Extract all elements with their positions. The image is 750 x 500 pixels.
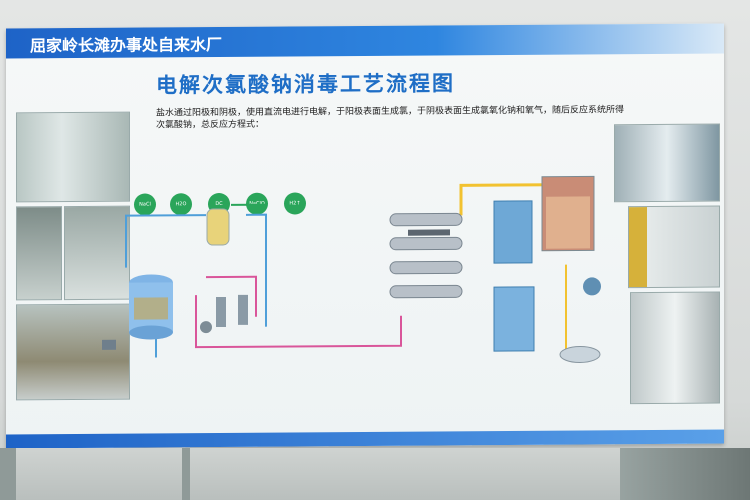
- door-frame-right: [620, 448, 750, 500]
- door-frame-left: [0, 448, 16, 500]
- poster-board: 屈家岭长滩办事处自来水厂 电解次氯酸钠消毒工艺流程图 盐水通过阳极和阴极，使用直…: [6, 23, 724, 449]
- door-frame-center: [182, 448, 190, 500]
- process-flow-diagram: [102, 175, 601, 364]
